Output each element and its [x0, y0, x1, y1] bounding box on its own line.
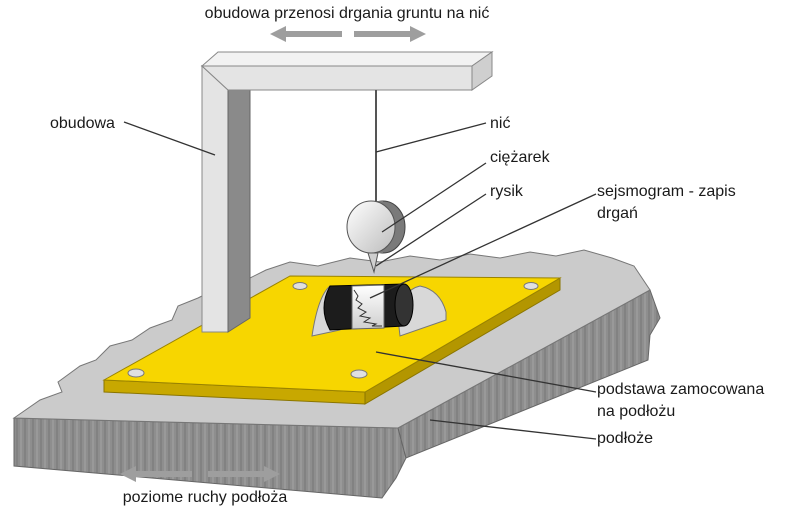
leader-thread: [375, 122, 487, 153]
arrow-right-icon: [208, 466, 280, 482]
leader-seismogram: [369, 193, 597, 299]
arm-front: [200, 65, 473, 91]
bolt-icon: [523, 282, 539, 290]
top-arrows: [270, 26, 426, 42]
base-plate: [102, 275, 562, 405]
bolt-icon: [350, 369, 368, 379]
arrow-left-icon: [270, 26, 342, 42]
housing-frame: [200, 51, 494, 333]
bottom-arrows: [120, 466, 280, 482]
label-ground: podłoże: [597, 430, 653, 447]
label-seismogram-line2: drgań: [597, 205, 638, 222]
drum-assembly: [311, 283, 447, 337]
label-stylus: rysik: [490, 183, 524, 200]
ground-front-face: [13, 417, 407, 499]
label-weight: ciężarek: [490, 149, 551, 166]
arrow-left-icon: [120, 466, 192, 482]
arm-top: [200, 51, 494, 67]
arrow-right-icon: [354, 26, 426, 42]
label-housing: obudowa: [50, 115, 115, 132]
label-seismogram-line1: sejsmogram - zapis: [597, 183, 736, 200]
seismogram-paper: [351, 284, 385, 330]
top-caption: obudowa przenosi drgania gruntu na nić: [205, 5, 490, 22]
leader-stylus: [375, 193, 487, 267]
post-front: [201, 64, 229, 333]
bottom-caption: poziome ruchy podłoża: [123, 489, 288, 506]
leader-ground: [429, 419, 597, 440]
leader-weight: [381, 162, 487, 233]
label-base-line2: na podłożu: [597, 403, 675, 420]
leader-base: [375, 351, 597, 393]
weight: [346, 200, 406, 254]
bolt-icon: [127, 368, 145, 378]
arm-end: [471, 51, 493, 91]
drum-end: [394, 283, 414, 327]
seismogram-trace: [353, 289, 382, 327]
leader-housing: [123, 121, 216, 156]
stylus: [367, 252, 379, 274]
post-side: [227, 89, 251, 333]
bolt-icon: [292, 282, 308, 290]
label-base-line1: podstawa zamocowana: [597, 381, 764, 398]
label-thread: nić: [490, 115, 510, 132]
